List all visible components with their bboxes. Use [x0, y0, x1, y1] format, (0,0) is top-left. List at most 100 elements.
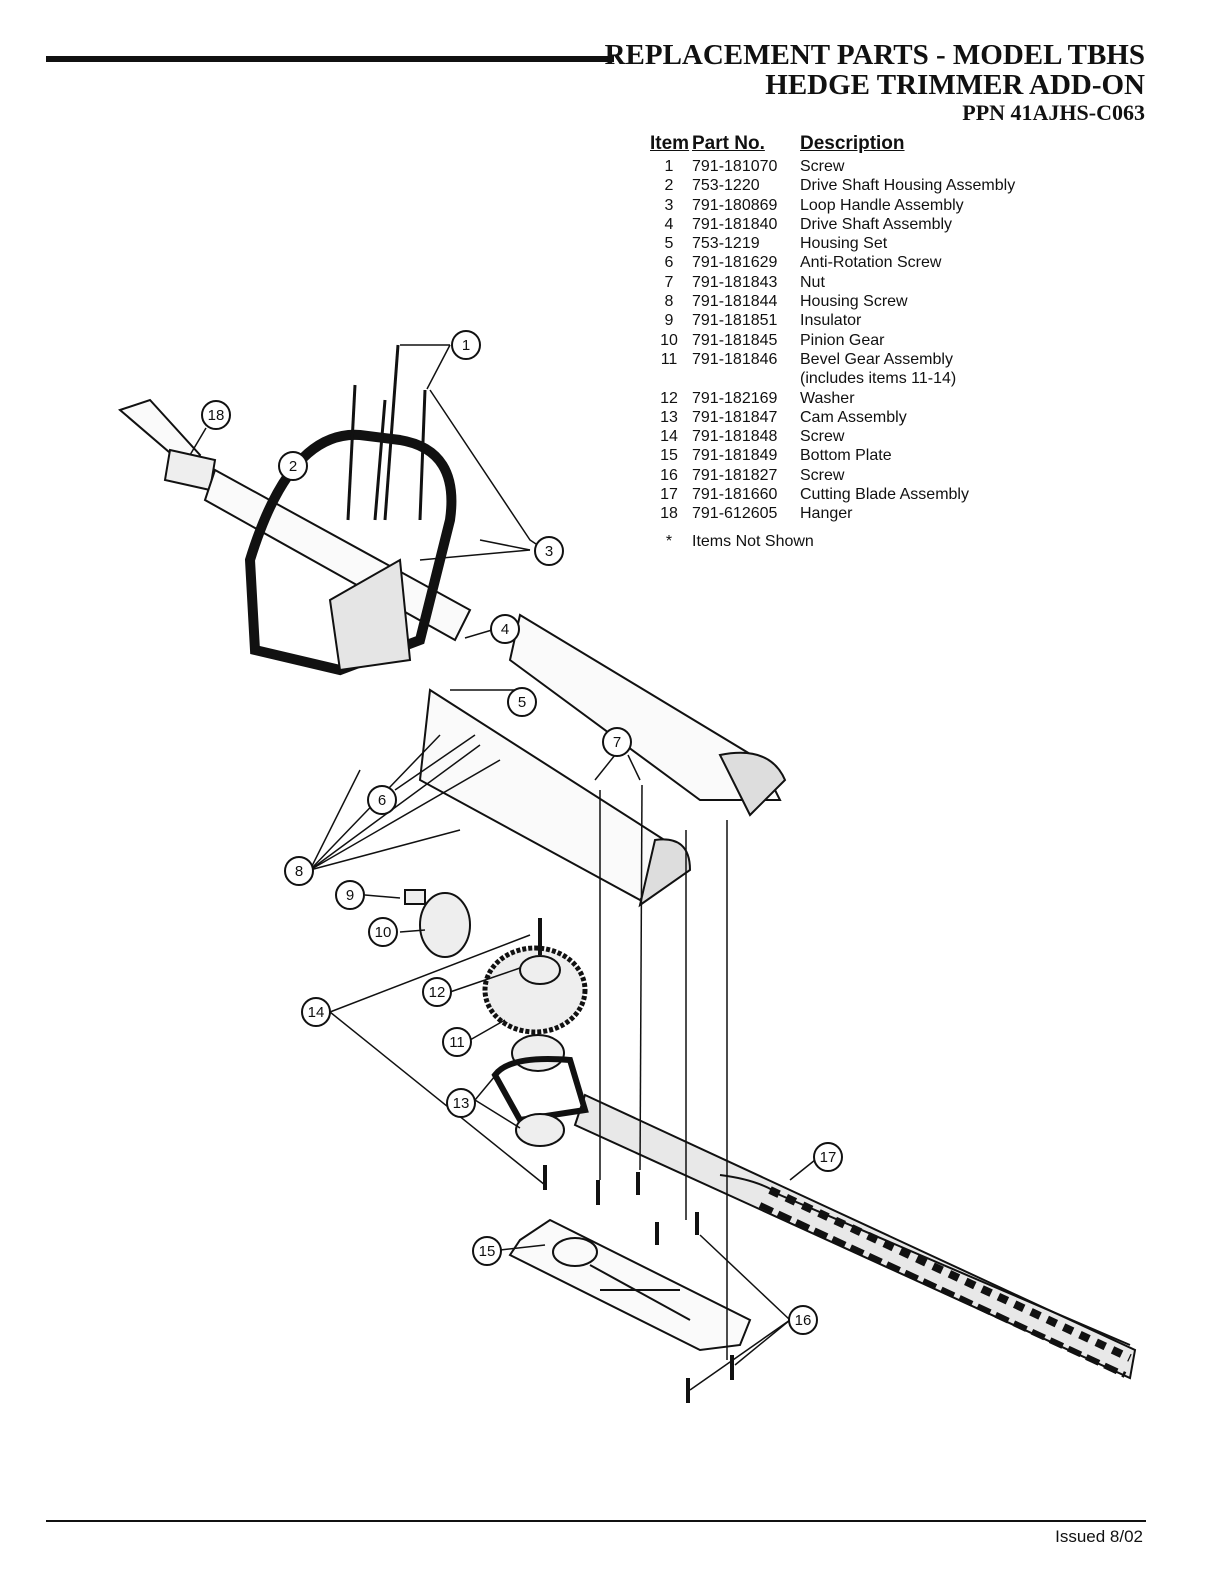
- table-row: 7 791-181843 Nut: [650, 273, 1100, 292]
- row-item: 11: [660, 350, 678, 368]
- gear-assembly: [404, 889, 589, 1147]
- row-description: Hanger: [800, 505, 853, 523]
- footer-rule: [46, 1520, 1146, 1522]
- row-description: Screw: [800, 158, 845, 175]
- callout-2: 2: [278, 451, 308, 481]
- callout-11: 11: [442, 1027, 472, 1057]
- row-part-no: 791-180869: [692, 196, 778, 214]
- row-item: 12: [660, 389, 678, 407]
- svg-text:13: 13: [453, 1095, 470, 1112]
- row-description: Drive Shaft Assembly: [800, 215, 953, 233]
- row-item: 10: [660, 331, 678, 349]
- callout-17: 17: [813, 1142, 843, 1172]
- svg-text:16: 16: [795, 1312, 812, 1329]
- row-item: 18: [660, 505, 678, 523]
- title-line-2: HEDGE TRIMMER ADD-ON: [765, 69, 1145, 101]
- callout-1: 1: [451, 330, 481, 360]
- note-symbol: *: [665, 532, 673, 550]
- title-line-3: PPN 41AJHS-C063: [962, 100, 1145, 125]
- svg-text:2: 2: [289, 458, 297, 475]
- parts-list-note: * Items Not Shown: [650, 533, 1100, 551]
- row-item: 5: [664, 235, 674, 253]
- row-item: 14: [660, 428, 678, 446]
- table-row: 15 791-181849 Bottom Plate: [650, 446, 1100, 465]
- svg-text:6: 6: [378, 792, 386, 809]
- row-part-no: 791-181849: [692, 447, 778, 465]
- row-part-no: 791-612605: [692, 505, 778, 523]
- row-part-no: 791-181840: [692, 215, 778, 233]
- callout-14: 14: [301, 997, 331, 1027]
- gearbox-housing: [418, 613, 787, 908]
- svg-text:14: 14: [308, 1004, 325, 1021]
- row-part-no: [688, 369, 800, 388]
- row-item: 15: [660, 447, 678, 465]
- screws: [346, 344, 427, 521]
- table-row: (includes items 11-14): [650, 369, 1100, 388]
- row-description: Pinion Gear: [800, 331, 885, 349]
- callout-5: 5: [507, 687, 537, 717]
- bottom-plate: [508, 1218, 752, 1352]
- svg-text:18: 18: [208, 407, 225, 424]
- callout-7: 7: [602, 727, 632, 757]
- row-description: (includes items 11-14): [800, 370, 957, 388]
- note-text: Items Not Shown: [692, 532, 814, 550]
- svg-text:5: 5: [518, 694, 526, 711]
- row-item: 16: [660, 466, 678, 484]
- row-description: Housing Screw: [800, 293, 908, 311]
- callout-16: 16: [788, 1305, 818, 1335]
- row-part-no: 791-181660: [692, 486, 778, 504]
- svg-text:11: 11: [449, 1034, 465, 1051]
- svg-text:10: 10: [375, 924, 392, 941]
- lower-screws: [543, 1165, 734, 1403]
- cutting-blade: [573, 1093, 1137, 1380]
- row-description: Drive Shaft Housing Assembly: [800, 177, 1016, 195]
- row-item: [650, 369, 688, 388]
- row-description: Washer: [800, 389, 855, 407]
- row-item: 17: [660, 486, 678, 504]
- row-part-no: 791-181848: [692, 428, 778, 446]
- table-row: 4 791-181840 Drive Shaft Assembly: [650, 215, 1100, 234]
- row-part-no: 791-181845: [692, 331, 778, 349]
- row-item: 3: [664, 196, 674, 214]
- svg-text:15: 15: [479, 1243, 496, 1260]
- row-description: Bottom Plate: [800, 447, 892, 465]
- row-description: Insulator: [800, 312, 862, 330]
- row-description: Screw: [800, 466, 845, 484]
- svg-text:9: 9: [346, 887, 354, 904]
- callout-13: 13: [446, 1088, 476, 1118]
- row-part-no: 791-181851: [692, 312, 778, 330]
- row-description: Cam Assembly: [800, 408, 907, 426]
- svg-text:17: 17: [820, 1149, 837, 1166]
- column-description: Description: [800, 133, 905, 154]
- row-description: Bevel Gear Assembly: [800, 350, 953, 368]
- row-description: Nut: [800, 273, 825, 291]
- row-part-no: 791-181843: [692, 273, 778, 291]
- callout-3: 3: [534, 536, 564, 566]
- callout-9: 9: [335, 880, 365, 910]
- page-title: REPLACEMENT PARTS - MODEL TBHS HEDGE TRI…: [605, 40, 1145, 126]
- row-description: Anti-Rotation Screw: [800, 254, 942, 272]
- row-item: 4: [664, 215, 674, 233]
- row-item: 7: [664, 273, 674, 291]
- leader-lines: [189, 344, 816, 1391]
- svg-text:7: 7: [613, 734, 621, 751]
- row-item: 6: [664, 254, 674, 272]
- svg-text:8: 8: [295, 863, 303, 880]
- callout-15: 15: [472, 1236, 502, 1266]
- callout-12: 12: [422, 977, 452, 1007]
- row-part-no: 753-1219: [692, 235, 760, 253]
- issued-date: Issued 8/02: [1055, 1527, 1143, 1546]
- row-part-no: 791-181847: [692, 408, 778, 426]
- table-row: 8 791-181844 Housing Screw: [650, 292, 1100, 311]
- callout-markers: 1 2 3 4 5 6 7 8 9 10 11 12 13 14 15 16 1…: [201, 330, 843, 1335]
- row-part-no: 791-181844: [692, 293, 778, 311]
- row-item: 8: [664, 293, 674, 311]
